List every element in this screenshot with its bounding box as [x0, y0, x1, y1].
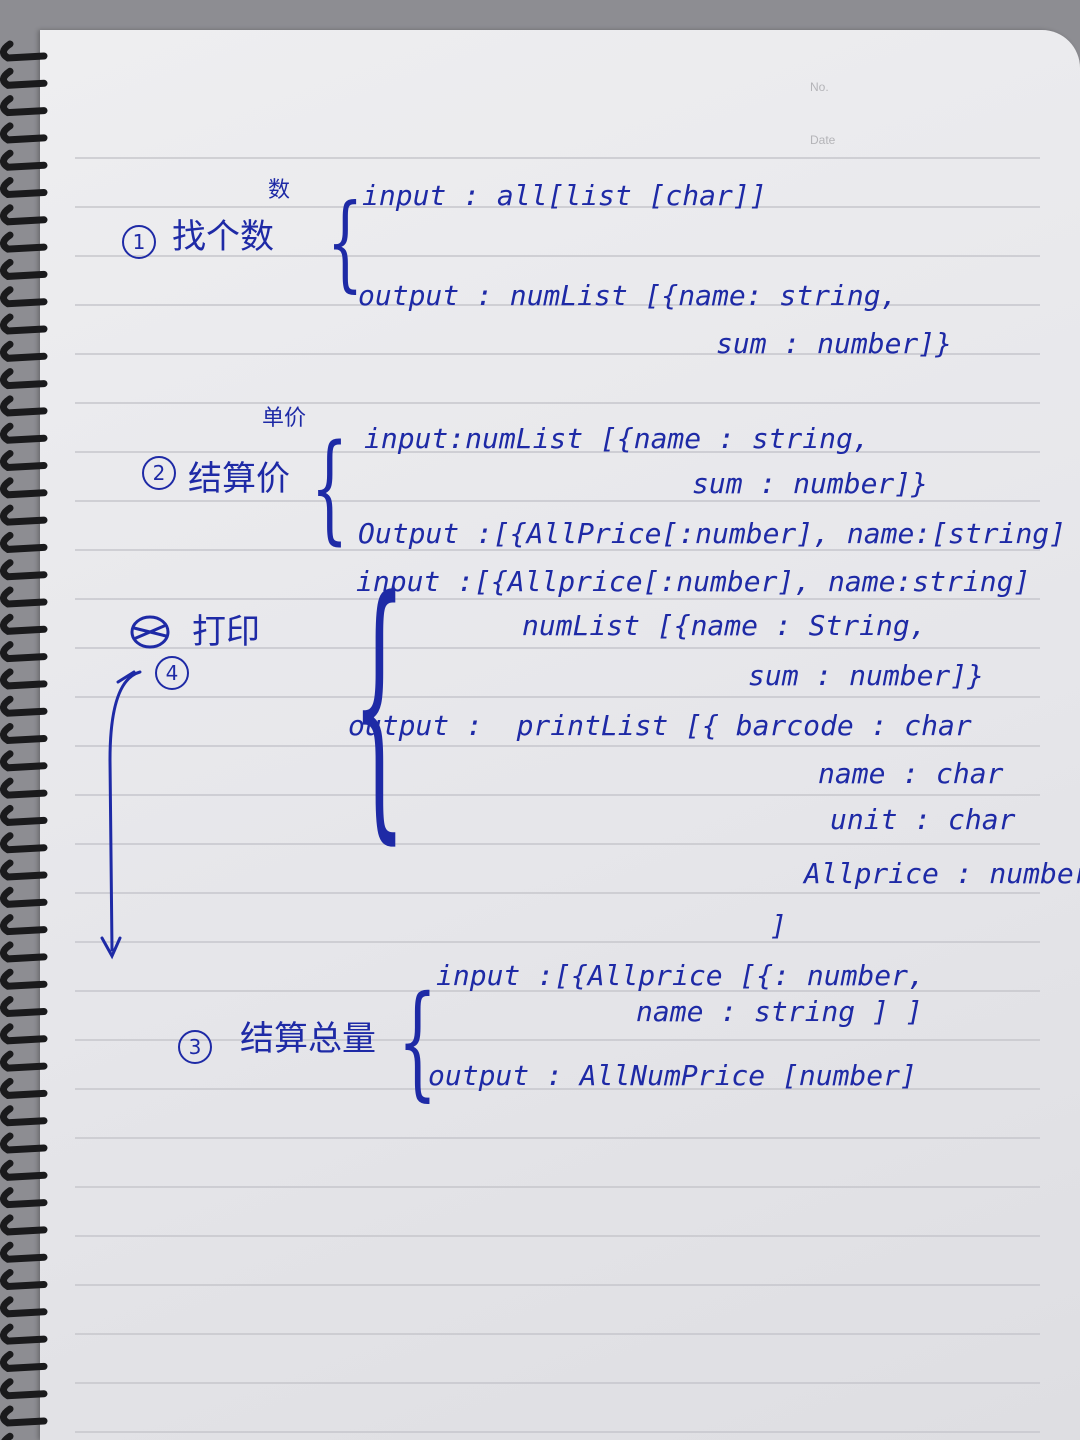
- step3-input-line1: input :[{Allprice [{: number,: [436, 959, 925, 992]
- spiral-coil: [0, 1187, 48, 1209]
- step1-title-correction: 数: [268, 178, 291, 203]
- spiral-coil: [0, 1050, 48, 1072]
- step4-output-line5: ]: [770, 909, 787, 942]
- step4-number: 4: [155, 656, 189, 690]
- reorder-arrow-head: [100, 936, 122, 960]
- spiral-coil: [0, 1323, 48, 1345]
- spiral-coil: [0, 1023, 48, 1045]
- spiral-coil: [0, 95, 48, 117]
- spiral-coil: [0, 996, 48, 1018]
- spiral-coil: [0, 804, 48, 826]
- spiral-coil: [0, 258, 48, 280]
- spiral-coil: [0, 67, 48, 89]
- spiral-coil: [0, 1214, 48, 1236]
- spiral-coil: [0, 914, 48, 936]
- spiral-coil: [0, 1350, 48, 1372]
- step1-brace: {: [326, 181, 364, 303]
- spiral-coil: [0, 450, 48, 472]
- spiral-coil: [0, 368, 48, 390]
- spiral-coil: [0, 40, 48, 62]
- spiral-coil: [0, 1269, 48, 1291]
- notebook-page: [40, 30, 1080, 1440]
- step2-brace: {: [310, 418, 349, 556]
- step2-number: 2: [142, 456, 176, 490]
- step3-input-line2: name : string ] ]: [636, 995, 923, 1028]
- spiral-coil: [0, 204, 48, 226]
- spiral-coil: [0, 1296, 48, 1318]
- step3-output: output : AllNumPrice [number]: [428, 1059, 917, 1092]
- spiral-coil: [0, 149, 48, 171]
- spiral-coil: [0, 286, 48, 308]
- scribbled-step-mark: [130, 615, 170, 649]
- step2-title-correction: 单价: [262, 406, 307, 431]
- step4-brace: {: [352, 542, 406, 868]
- step4-input-line1: input :[{Allprice[:number], name:string]: [356, 565, 1031, 598]
- spiral-coil: [0, 750, 48, 772]
- spiral-coil: [0, 886, 48, 908]
- spiral-coil: [0, 641, 48, 663]
- step1-output-line2: sum : number]}: [716, 327, 953, 360]
- step1-number: 1: [122, 225, 156, 259]
- spiral-coil: [0, 395, 48, 417]
- step4-title: 打印: [192, 612, 260, 652]
- spiral-coil: [0, 1378, 48, 1400]
- spiral-coil: [0, 504, 48, 526]
- step2-input-line2: sum : number]}: [692, 467, 929, 500]
- spiral-coil: [0, 340, 48, 362]
- spiral-coil: [0, 613, 48, 635]
- spiral-coil: [0, 1105, 48, 1127]
- step4-output-line3: unit : char: [830, 803, 1016, 836]
- date-label: Date: [810, 133, 836, 147]
- spiral-coil: [0, 968, 48, 990]
- step4-input-line3: sum : number]}: [748, 659, 985, 692]
- spiral-coil: [0, 177, 48, 199]
- step4-input-line2: numList [{name : String,: [522, 609, 927, 642]
- spiral-coil: [0, 941, 48, 963]
- no-label: No.: [810, 80, 829, 94]
- scribble-strike: [132, 624, 168, 640]
- spiral-coil: [0, 586, 48, 608]
- spiral-coil: [1, 1432, 14, 1440]
- step1-input: input : all[list [char]]: [362, 179, 767, 212]
- step4-output-line4: Allprice : number: [804, 857, 1080, 890]
- step3-title: 结算总量: [240, 1019, 376, 1059]
- spiral-coil: [0, 1132, 48, 1154]
- spiral-coil: [0, 313, 48, 335]
- step2-output: Output :[{AllPrice[:number], name:[strin…: [358, 517, 1067, 550]
- reorder-arrow: [108, 670, 142, 952]
- spiral-coil: [0, 832, 48, 854]
- spiral-coil: [0, 1159, 48, 1181]
- spiral-coil: [0, 668, 48, 690]
- step1-output-line1: output : numList [{name: string,: [358, 279, 898, 312]
- step4-output-line1: output : printList [{ barcode : char: [348, 709, 972, 742]
- spiral-coil: [0, 695, 48, 717]
- spiral-coil: [0, 477, 48, 499]
- reorder-arrow-top: [116, 670, 136, 684]
- spiral-coil: [0, 559, 48, 581]
- spiral-coil: [0, 531, 48, 553]
- spiral-coil: [0, 777, 48, 799]
- step2-input-line1: input:numList [{name : string,: [364, 422, 870, 455]
- spiral-coil: [0, 122, 48, 144]
- step1-title: 找个数: [172, 217, 274, 257]
- spiral-coil: [0, 422, 48, 444]
- spiral-binding: [0, 40, 48, 1440]
- spiral-coil: [0, 231, 48, 253]
- spiral-coil: [0, 1405, 48, 1427]
- step3-brace: {: [397, 970, 438, 1114]
- step4-output-line2: name : char: [818, 757, 1004, 790]
- spiral-coil: [0, 1077, 48, 1099]
- spiral-coil: [0, 859, 48, 881]
- spiral-coil: [0, 1241, 48, 1263]
- spiral-coil: [0, 723, 48, 745]
- step3-number: 3: [178, 1030, 212, 1064]
- step2-title: 结算价: [188, 459, 290, 499]
